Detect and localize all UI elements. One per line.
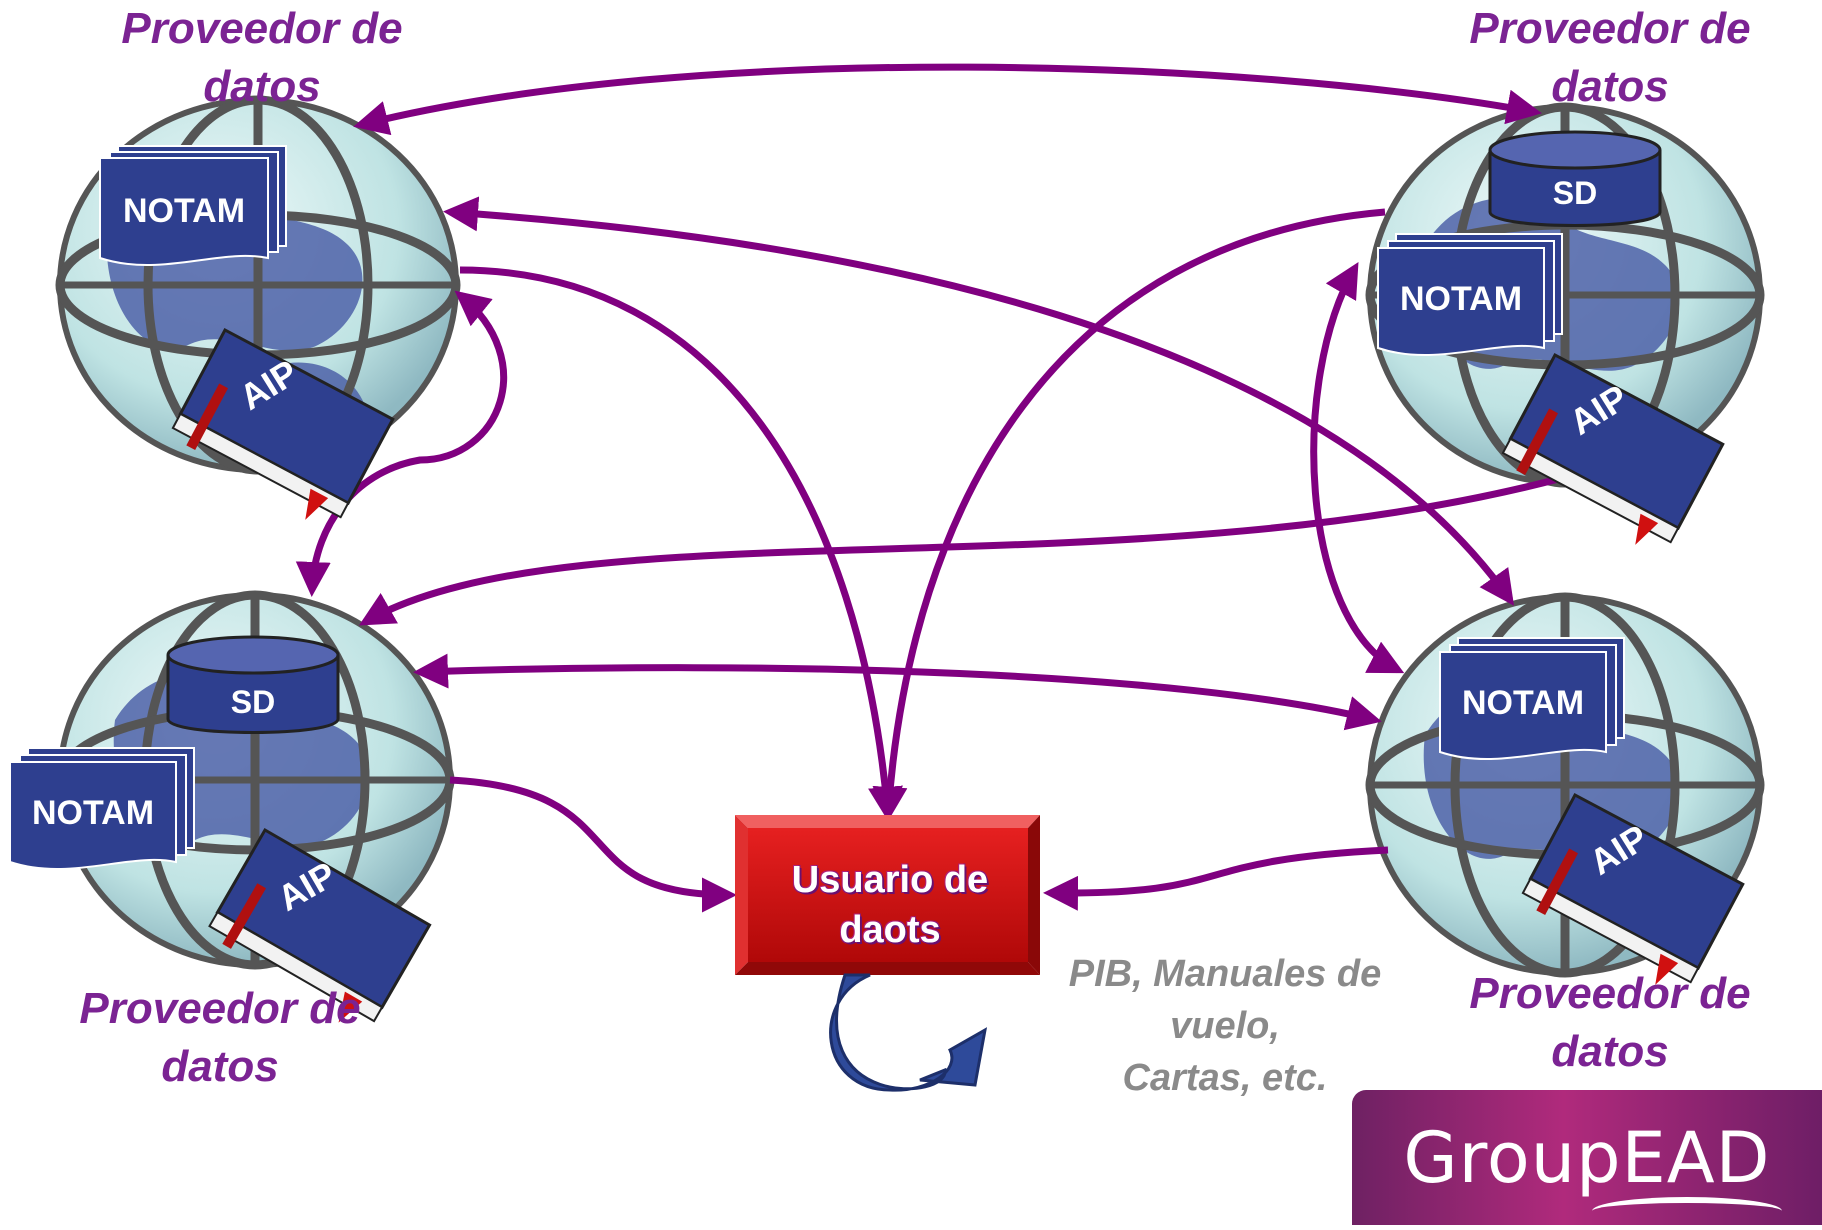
provider-label-top-right: Proveedor de datos bbox=[1469, 4, 1751, 111]
notam-stack-icon: NOTAM bbox=[9, 747, 195, 870]
arrow-bl-br bbox=[413, 653, 1382, 731]
svg-text:NOTAM: NOTAM bbox=[32, 794, 154, 832]
provider-label-top-left: Proveedor de datos bbox=[121, 4, 403, 111]
arrow-tr-user bbox=[872, 208, 1386, 822]
sd-database-icon: SD bbox=[166, 635, 340, 734]
notam-stack-icon: NOTAM bbox=[1439, 637, 1625, 760]
aip-book-icon: AIP bbox=[208, 827, 432, 1023]
provider-label-bottom-left: Proveedor de datos bbox=[79, 984, 361, 1091]
output-note: PIB, Manuales de vuelo, Cartas, etc. bbox=[1068, 953, 1382, 1099]
svg-text:NOTAM: NOTAM bbox=[1400, 280, 1522, 318]
notam-stack-icon: NOTAM bbox=[99, 145, 287, 266]
provider-label-bottom-right: Proveedor de datos bbox=[1469, 969, 1751, 1076]
output-arrow-icon bbox=[829, 973, 988, 1092]
svg-text:SD: SD bbox=[231, 684, 275, 720]
arrow-br-user bbox=[1043, 846, 1389, 911]
arrow-tl-user bbox=[459, 266, 903, 822]
user-box bbox=[735, 815, 1040, 975]
svg-text:NOTAM: NOTAM bbox=[1462, 684, 1584, 722]
svg-text:NOTAM: NOTAM bbox=[123, 192, 245, 230]
svg-text:SD: SD bbox=[1553, 175, 1597, 211]
logo-text: GroupEAD bbox=[1403, 1116, 1771, 1199]
arrow-bl-user bbox=[449, 776, 737, 913]
arrow-tr-bl bbox=[358, 459, 1605, 626]
logo-swoosh bbox=[1592, 1197, 1782, 1225]
arrow-tl-tr bbox=[353, 63, 1542, 136]
user-box-label: Usuario de daots bbox=[791, 859, 989, 951]
notam-stack-icon: NOTAM bbox=[1377, 233, 1563, 356]
aip-book-icon: AIP bbox=[1501, 352, 1725, 545]
connection-arrows bbox=[295, 63, 1605, 913]
sd-database-icon: SD bbox=[1488, 130, 1662, 227]
groupead-logo: GroupEAD bbox=[1352, 1090, 1822, 1225]
